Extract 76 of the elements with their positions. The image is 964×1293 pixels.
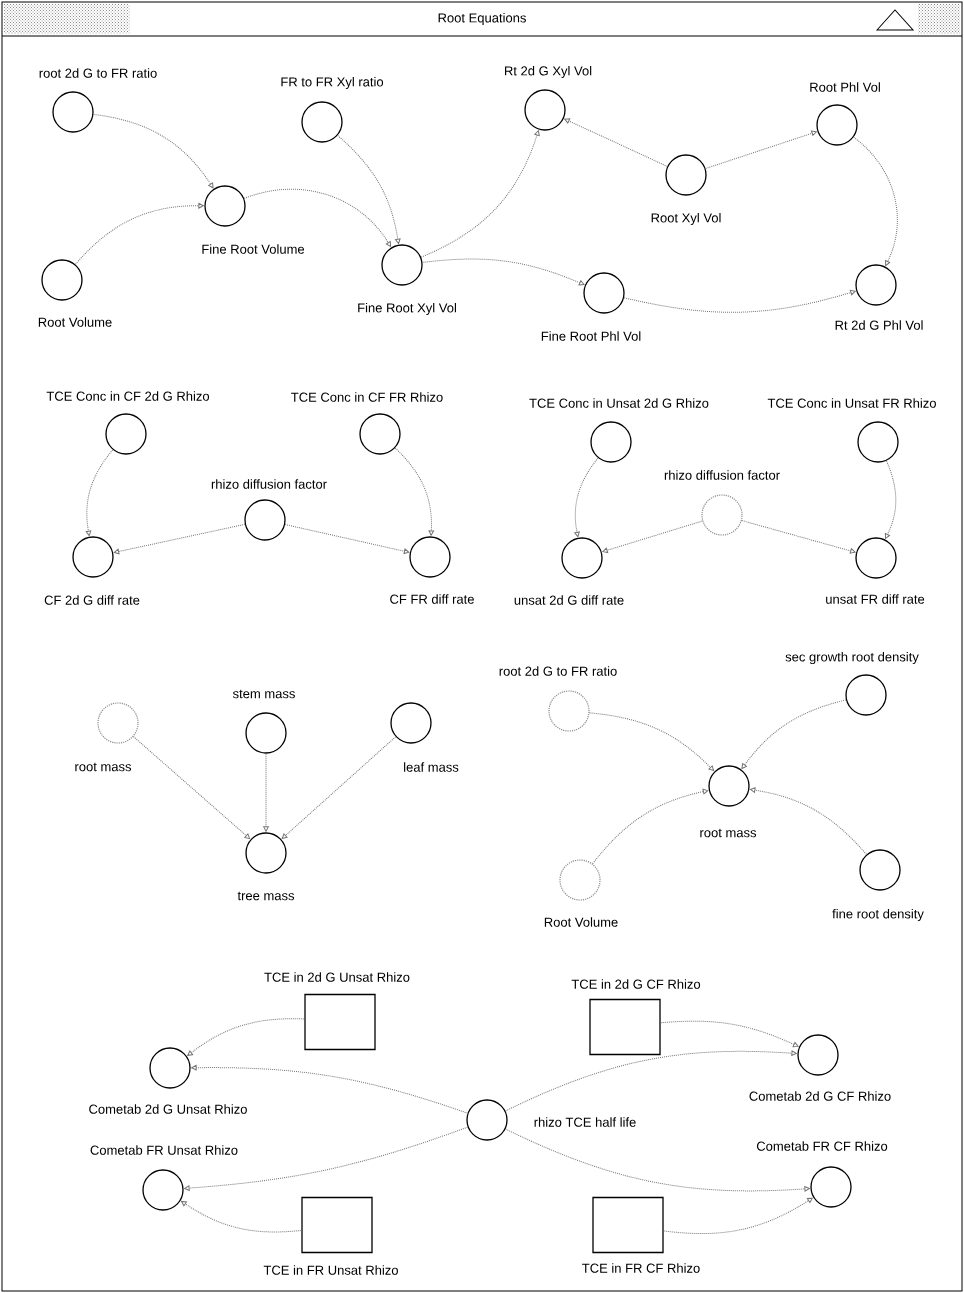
node-label: root mass <box>75 762 132 772</box>
arrow <box>191 1064 468 1114</box>
node-label: rhizo diffusion factor <box>664 470 780 480</box>
node-label: Fine Root Volume <box>202 244 305 254</box>
node-label: Cometab 2d G CF Rhizo <box>749 1091 891 1101</box>
node-label: TCE in 2d G Unsat Rhizo <box>264 972 410 982</box>
node-label: Rt 2d G Xyl Vol <box>505 65 592 79</box>
node-label: TCE Conc in Unsat 2d G Rhizo <box>529 398 709 408</box>
arrow <box>85 449 114 537</box>
arrow <box>422 258 585 286</box>
arrow <box>184 1126 469 1191</box>
arrow <box>574 457 599 538</box>
arrow <box>420 130 540 258</box>
arrow <box>741 699 847 769</box>
node-label: root 2d G to FR ratio <box>499 666 617 676</box>
node-label: sec growth root density <box>785 651 919 665</box>
arrow <box>592 788 709 865</box>
stock-box: TCE in FR Unsat Rhizo <box>263 1196 398 1275</box>
arrow <box>505 1050 797 1112</box>
arrow <box>394 447 435 536</box>
arrow <box>187 1018 305 1056</box>
node-label: unsat 2d G diff rate <box>514 595 624 605</box>
arrow <box>589 712 715 772</box>
node-label: Fine Root Phl Vol <box>541 331 641 341</box>
arrow <box>113 523 246 555</box>
node-label: Cometab 2d G Unsat Rhizo <box>89 1104 247 1114</box>
node-label: TCE in FR CF Rhizo <box>582 1263 700 1273</box>
node-label: TCE in FR Unsat Rhizo <box>263 1265 398 1275</box>
arrow <box>602 520 703 554</box>
window-title: Root Equations <box>438 12 526 26</box>
node-label: tree mass <box>237 891 295 901</box>
arrow <box>284 524 410 555</box>
arrow <box>741 520 856 554</box>
arrow <box>660 1020 799 1048</box>
node-label: rhizo diffusion factor <box>211 479 327 489</box>
node-label: Rt 2d G Phl Vol <box>835 320 923 330</box>
node-label: root 2d G to FR ratio <box>39 68 157 78</box>
node-label: Fine Root Xyl Vol <box>358 302 456 316</box>
arrow <box>281 736 397 839</box>
node-label: Cometab FR Unsat Rhizo <box>90 1145 238 1155</box>
stock-box: TCE in 2d G CF Rhizo <box>571 979 701 1056</box>
arrow <box>884 460 897 539</box>
node-label: unsat FR diff rate <box>826 594 925 604</box>
arrow <box>564 118 668 167</box>
arrow <box>663 1197 813 1235</box>
node-label: root mass <box>700 828 757 838</box>
node-label: Root Volume <box>544 917 618 927</box>
node-label: CF FR diff rate <box>390 594 474 604</box>
arrow <box>337 135 401 244</box>
stock-box: TCE in 2d G Unsat Rhizo <box>264 972 410 1051</box>
node-label: Root Volume <box>38 317 112 327</box>
node-label: FR to FR Xyl ratio <box>281 76 384 90</box>
node-label: Cometab FR CF Rhizo <box>756 1141 888 1151</box>
arrow <box>263 753 269 832</box>
arrow <box>133 736 251 840</box>
node-label: TCE Conc in Unsat FR Rhizo <box>767 398 936 408</box>
arrow <box>705 130 817 169</box>
arrow <box>181 1200 302 1233</box>
arrow <box>93 113 214 189</box>
node-label: rhizo TCE half life <box>534 1117 636 1127</box>
arrow <box>750 787 867 855</box>
node-label: Root Phl Vol <box>810 82 880 92</box>
node-label: fine root density <box>832 908 924 922</box>
node-label: CF 2d G diff rate <box>44 595 140 605</box>
arrow <box>74 202 204 265</box>
arrow <box>243 188 392 247</box>
stock-box: TCE in FR CF Rhizo <box>582 1196 700 1273</box>
node-label: stem mass <box>232 689 295 699</box>
arrow <box>853 136 898 266</box>
node-label: TCE in 2d G CF Rhizo <box>571 979 701 989</box>
arrow <box>623 289 856 313</box>
node-label: leaf mass <box>404 762 459 772</box>
node-label: TCE Conc in CF FR Rhizo <box>291 392 443 402</box>
node-label: TCE Conc in CF 2d G Rhizo <box>46 391 210 401</box>
arrow <box>505 1128 810 1192</box>
node-label: Root Xyl Vol <box>651 212 721 226</box>
